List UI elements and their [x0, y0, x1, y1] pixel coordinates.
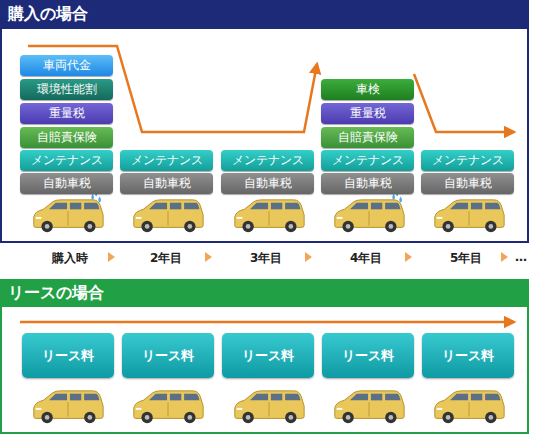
cost-label: リース料 — [42, 347, 94, 365]
purchase-panel: 購入の場合車両代金環境性能割重量税自賠責保険メンテナンス自動車税メンテナンス自動… — [0, 0, 529, 243]
cost-pill: 自動車税 — [20, 173, 113, 194]
cost-label: リース料 — [342, 347, 394, 365]
cost-pill: 重量税 — [20, 103, 113, 124]
cost-pill: メンテナンス — [20, 150, 113, 171]
cost-pill: 自動車税 — [120, 173, 213, 194]
cost-pill: 環境性能割 — [20, 79, 113, 100]
cost-label: 重量税 — [49, 105, 85, 122]
timeline-label: 4年目 — [350, 250, 382, 267]
lease-fee-box: リース料 — [22, 333, 114, 378]
cost-label: 自賠責保険 — [338, 129, 398, 146]
cost-label: メンテナンス — [232, 152, 304, 169]
cost-label: 重量税 — [350, 105, 386, 122]
cost-label: 自動車税 — [444, 175, 492, 192]
cost-label: 車検 — [356, 81, 380, 98]
cost-label: メンテナンス — [432, 152, 504, 169]
lease-panel: リースの場合リース料 リース料 リース料 リース料 リース料 — [0, 279, 529, 434]
lease-fee-box: リース料 — [222, 333, 314, 378]
cost-pill: メンテナンス — [120, 150, 213, 171]
cost-pill: メンテナンス — [421, 150, 514, 171]
cost-label: 車両代金 — [43, 57, 91, 74]
timeline-label: … — [515, 250, 527, 264]
cost-pill: 重量税 — [321, 103, 414, 124]
cost-pill: 車検 — [321, 79, 414, 100]
panel-heading: リースの場合 — [0, 279, 529, 307]
cost-pill: 自賠責保険 — [20, 127, 113, 148]
panel-heading: 購入の場合 — [0, 0, 529, 28]
cost-pill: 車両代金 — [20, 55, 113, 76]
timeline-label: 購入時 — [52, 250, 88, 267]
cost-pill: 自動車税 — [421, 173, 514, 194]
cost-label: 自動車税 — [344, 175, 392, 192]
cost-label: 環境性能割 — [37, 81, 97, 98]
timeline-label: 2年目 — [150, 250, 182, 267]
timeline-label: 5年目 — [450, 250, 482, 267]
cost-label: リース料 — [142, 347, 194, 365]
lease-fee-box: リース料 — [322, 333, 414, 378]
timeline-label: 3年目 — [250, 250, 282, 267]
lease-fee-box: リース料 — [122, 333, 214, 378]
lease-fee-box: リース料 — [422, 333, 514, 378]
cost-pill: 自賠責保険 — [321, 127, 414, 148]
cost-pill: 自動車税 — [321, 173, 414, 194]
cost-label: 自動車税 — [43, 175, 91, 192]
cost-label: リース料 — [442, 347, 494, 365]
cost-label: メンテナンス — [31, 152, 103, 169]
cost-label: リース料 — [242, 347, 294, 365]
cost-pill: メンテナンス — [321, 150, 414, 171]
cost-label: 自賠責保険 — [37, 129, 97, 146]
cost-label: 自動車税 — [244, 175, 292, 192]
cost-pill: メンテナンス — [221, 150, 314, 171]
cost-label: メンテナンス — [131, 152, 203, 169]
cost-label: 自動車税 — [143, 175, 191, 192]
cost-pill: 自動車税 — [221, 173, 314, 194]
cost-label: メンテナンス — [332, 152, 404, 169]
